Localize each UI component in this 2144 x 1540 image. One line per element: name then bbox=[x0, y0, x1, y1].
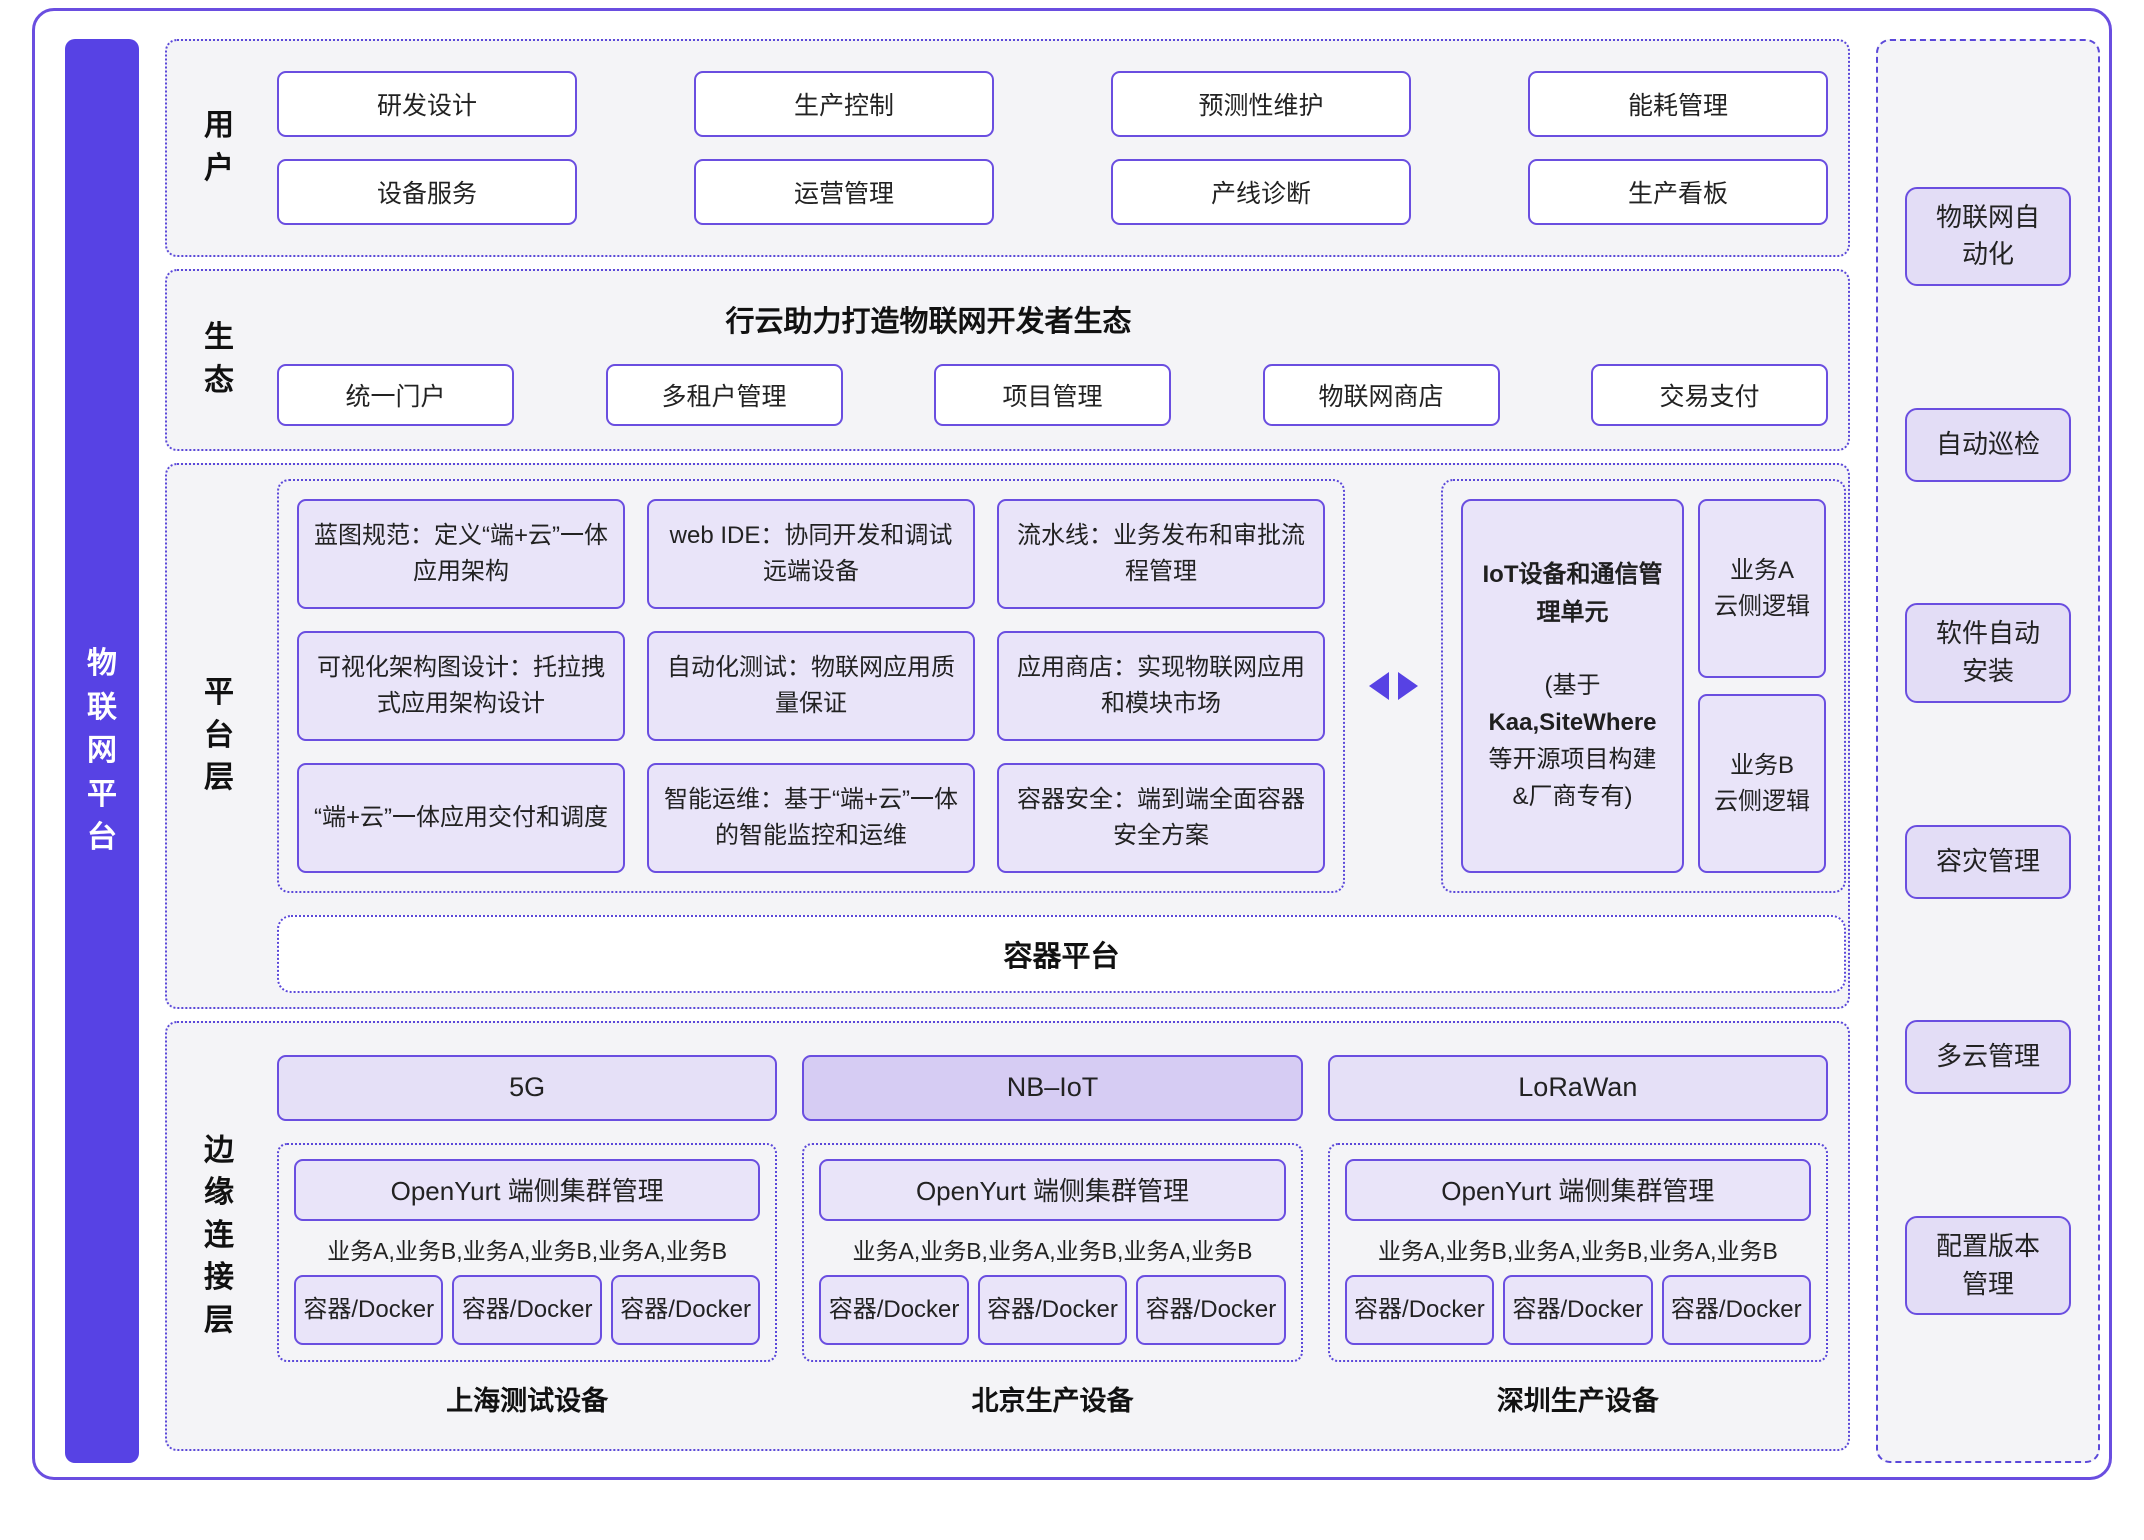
docker-row: 容器/Docker 容器/Docker 容器/Docker bbox=[1344, 1274, 1811, 1345]
edge-cluster-group: OpenYurt 端侧集群管理 业务A,业务B,业务A,业务B,业务A,业务B … bbox=[1327, 1142, 1828, 1362]
docker-box: 容器/Docker bbox=[294, 1274, 444, 1345]
ecosystem-box: 统一门户 bbox=[277, 364, 514, 426]
docker-box: 容器/Docker bbox=[1344, 1274, 1495, 1345]
ecosystem-box: 项目管理 bbox=[934, 364, 1171, 426]
docker-box: 容器/Docker bbox=[1503, 1274, 1653, 1345]
platform-box: web IDE：协同开发和调试远端设备 bbox=[647, 499, 975, 609]
iot-unit-line: 等开源项目构建 bbox=[1488, 746, 1657, 774]
edge-column-lorawan: LoRaWan OpenYurt 端侧集群管理 业务A,业务B,业务A,业务B,… bbox=[1327, 1054, 1828, 1418]
platform-box: 可视化架构图设计：托拉拽式应用架构设计 bbox=[297, 631, 625, 741]
section-platform-label: 平台层 bbox=[204, 676, 234, 795]
platform-box: 容器安全：端到端全面容器安全方案 bbox=[997, 763, 1325, 873]
platform-box: 蓝图规范：定义“端+云”一体应用架构 bbox=[297, 499, 625, 609]
docker-box: 容器/Docker bbox=[610, 1274, 761, 1345]
ecosystem-box: 多租户管理 bbox=[605, 364, 843, 426]
platform-vertical-label: 物联网平台 bbox=[87, 647, 117, 855]
sidebar-item-config-version: 配置版本 管理 bbox=[1905, 1215, 2071, 1316]
sidebar-item-disaster-recovery: 容灾管理 bbox=[1905, 824, 2071, 899]
services-line: 业务A,业务B,业务A,业务B,业务A,业务B bbox=[327, 1237, 728, 1264]
ecosystem-content: 行云助力打造物联网开发者生态 统一门户 多租户管理 项目管理 物联网商店 交易支… bbox=[277, 294, 1828, 426]
platform-box: 流水线：业务发布和审批流程管理 bbox=[997, 499, 1325, 609]
sidebar-item-multicloud: 多云管理 bbox=[1905, 1020, 2071, 1095]
edge-columns: 5G OpenYurt 端侧集群管理 业务A,业务B,业务A,业务B,业务A,业… bbox=[277, 1054, 1828, 1418]
bidirectional-arrows bbox=[1345, 479, 1441, 893]
edge-caption: 深圳生产设备 bbox=[1496, 1385, 1659, 1416]
section-edge-label: 边缘连接层 bbox=[204, 1133, 234, 1337]
ecosystem-title: 行云助力打造物联网开发者生态 bbox=[725, 306, 1132, 338]
docker-box: 容器/Docker bbox=[452, 1274, 602, 1345]
edge-header-lorawan: LoRaWan bbox=[1327, 1054, 1828, 1121]
right-sidebar: 物联网自 动化 自动巡检 软件自动 安装 容灾管理 多云管理 配置版本 管理 bbox=[1876, 39, 2100, 1463]
user-box: 设备服务 bbox=[277, 159, 577, 225]
sidebar-item-auto-inspection: 自动巡检 bbox=[1905, 407, 2071, 482]
services-line: 业务A,业务B,业务A,业务B,业务A,业务B bbox=[1377, 1237, 1778, 1264]
business-b-box: 业务B 云侧逻辑 bbox=[1698, 694, 1826, 873]
edge-caption: 上海测试设备 bbox=[446, 1385, 609, 1416]
edge-cluster-group: OpenYurt 端侧集群管理 业务A,业务B,业务A,业务B,业务A,业务B … bbox=[277, 1142, 778, 1362]
diagram-frame: 物联网平台 用户 研发设计 生产控制 预测性维护 能耗管理 设备服务 运营管理 … bbox=[32, 8, 2112, 1480]
section-ecosystem: 生态 行云助力打造物联网开发者生态 统一门户 多租户管理 项目管理 物联网商店 … bbox=[165, 269, 1850, 451]
services-line: 业务A,业务B,业务A,业务B,业务A,业务B bbox=[852, 1237, 1253, 1264]
iot-unit-group: IoT设备和通信管理单元 (基于 Kaa,SiteWhere 等开源项目构建 &… bbox=[1441, 479, 1846, 893]
arrow-right-icon bbox=[1397, 672, 1418, 700]
edge-header-nbiot: NB–IoT bbox=[802, 1054, 1303, 1121]
ecosystem-box: 交易支付 bbox=[1591, 364, 1828, 426]
user-box: 研发设计 bbox=[277, 71, 577, 137]
diagram-layout: 物联网平台 用户 研发设计 生产控制 预测性维护 能耗管理 设备服务 运营管理 … bbox=[65, 39, 2100, 1463]
iot-unit-line: Kaa,SiteWhere bbox=[1488, 709, 1657, 736]
platform-box: 自动化测试：物联网应用质量保证 bbox=[647, 631, 975, 741]
iot-unit-line: (基于 bbox=[1544, 671, 1601, 699]
edge-header-5g: 5G bbox=[277, 1054, 778, 1121]
openyurt-box: OpenYurt 端侧集群管理 bbox=[819, 1158, 1286, 1221]
docker-row: 容器/Docker 容器/Docker 容器/Docker bbox=[294, 1274, 761, 1345]
platform-vertical-bar: 物联网平台 bbox=[65, 39, 139, 1463]
iot-unit-line: &厂商专有) bbox=[1512, 783, 1633, 811]
edge-column-5g: 5G OpenYurt 端侧集群管理 业务A,业务B,业务A,业务B,业务A,业… bbox=[277, 1054, 778, 1418]
arrow-left-icon bbox=[1368, 672, 1389, 700]
platform-top-row: 蓝图规范：定义“端+云”一体应用架构 web IDE：协同开发和调试远端设备 流… bbox=[277, 479, 1846, 893]
platform-capability-grid: 蓝图规范：定义“端+云”一体应用架构 web IDE：协同开发和调试远端设备 流… bbox=[277, 479, 1345, 893]
ecosystem-box: 物联网商店 bbox=[1262, 364, 1500, 426]
section-ecosystem-label: 生态 bbox=[204, 321, 234, 397]
section-user-label: 用户 bbox=[204, 109, 234, 185]
section-edge: 边缘连接层 5G OpenYurt 端侧集群管理 业务A,业务B,业务A,业务B… bbox=[165, 1021, 1850, 1451]
sidebar-item-iot-automation: 物联网自 动化 bbox=[1905, 186, 2071, 287]
main-column: 用户 研发设计 生产控制 预测性维护 能耗管理 设备服务 运营管理 产线诊断 生… bbox=[165, 39, 1850, 1463]
platform-content: 蓝图规范：定义“端+云”一体应用架构 web IDE：协同开发和调试远端设备 流… bbox=[277, 479, 1846, 993]
user-box: 能耗管理 bbox=[1528, 71, 1828, 137]
user-box: 生产控制 bbox=[694, 71, 994, 137]
section-platform: 平台层 蓝图规范：定义“端+云”一体应用架构 web IDE：协同开发和调试远端… bbox=[165, 463, 1850, 1009]
user-box: 预测性维护 bbox=[1111, 71, 1411, 137]
iot-unit-box: IoT设备和通信管理单元 (基于 Kaa,SiteWhere 等开源项目构建 &… bbox=[1461, 499, 1684, 873]
platform-box: 应用商店：实现物联网应用和模块市场 bbox=[997, 631, 1325, 741]
business-a-box: 业务A 云侧逻辑 bbox=[1698, 499, 1826, 678]
container-platform-bar: 容器平台 bbox=[277, 915, 1846, 993]
business-logic-column: 业务A 云侧逻辑 业务B 云侧逻辑 bbox=[1698, 499, 1826, 873]
ecosystem-row: 统一门户 多租户管理 项目管理 物联网商店 交易支付 bbox=[277, 364, 1828, 426]
section-user: 用户 研发设计 生产控制 预测性维护 能耗管理 设备服务 运营管理 产线诊断 生… bbox=[165, 39, 1850, 257]
sidebar-item-software-install: 软件自动 安装 bbox=[1905, 603, 2071, 703]
user-box: 运营管理 bbox=[694, 159, 994, 225]
user-box: 产线诊断 bbox=[1111, 159, 1411, 225]
platform-box: “端+云”一体应用交付和调度 bbox=[297, 763, 625, 873]
docker-box: 容器/Docker bbox=[819, 1274, 969, 1345]
openyurt-box: OpenYurt 端侧集群管理 bbox=[294, 1158, 761, 1221]
edge-caption: 北京生产设备 bbox=[971, 1385, 1134, 1416]
edge-cluster-group: OpenYurt 端侧集群管理 业务A,业务B,业务A,业务B,业务A,业务B … bbox=[802, 1142, 1303, 1362]
docker-box: 容器/Docker bbox=[1661, 1274, 1811, 1345]
user-box: 生产看板 bbox=[1528, 159, 1828, 225]
docker-box: 容器/Docker bbox=[1136, 1274, 1286, 1345]
user-grid: 研发设计 生产控制 预测性维护 能耗管理 设备服务 运营管理 产线诊断 生产看板 bbox=[277, 71, 1828, 225]
docker-box: 容器/Docker bbox=[977, 1274, 1128, 1345]
iot-unit-title: IoT设备和通信管理单元 bbox=[1482, 561, 1663, 626]
platform-box: 智能运维：基于“端+云”一体的智能监控和运维 bbox=[647, 763, 975, 873]
openyurt-box: OpenYurt 端侧集群管理 bbox=[1344, 1158, 1811, 1221]
edge-column-nbiot: NB–IoT OpenYurt 端侧集群管理 业务A,业务B,业务A,业务B,业… bbox=[802, 1054, 1303, 1418]
docker-row: 容器/Docker 容器/Docker 容器/Docker bbox=[819, 1274, 1286, 1345]
